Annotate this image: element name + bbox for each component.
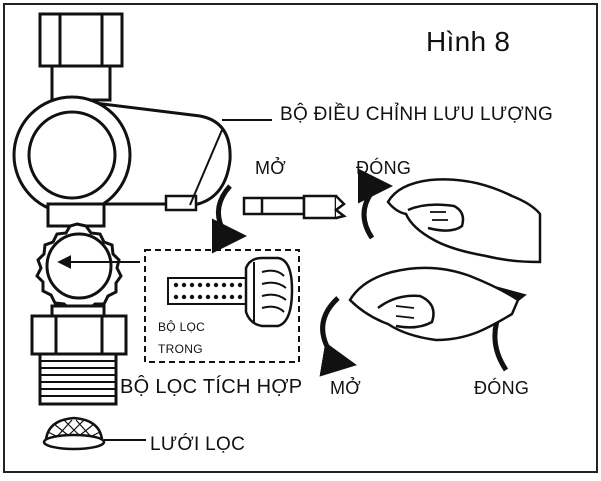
threaded-end bbox=[38, 352, 118, 406]
inner-filter-box bbox=[144, 249, 300, 363]
inner-filter-label-line2: TRONG bbox=[158, 342, 203, 356]
open-label-top: MỞ bbox=[255, 158, 287, 178]
regulator-leader bbox=[189, 129, 223, 206]
screwdriver-icon bbox=[242, 194, 347, 220]
gear-filter bbox=[35, 222, 123, 312]
close-label-top: ĐÓNG bbox=[356, 158, 412, 178]
integrated-filter-label: BỘ LỌC TÍCH HỢP bbox=[120, 376, 303, 398]
rotate-close-arrow-top bbox=[357, 168, 393, 240]
flow-regulator-label: BỘ ĐIỀU CHỈNH LƯU LƯỢNG bbox=[280, 104, 554, 125]
body-connector bbox=[46, 202, 106, 228]
close-label-bottom: ĐÓNG bbox=[474, 378, 530, 398]
neck bbox=[50, 64, 112, 102]
hand-bottom-icon bbox=[348, 266, 520, 342]
mesh-filter-label: LƯỚI LỌC bbox=[150, 434, 246, 455]
lower-nut bbox=[30, 314, 128, 356]
top-nut bbox=[38, 12, 124, 68]
inner-filter-icon bbox=[167, 256, 294, 328]
figure-frame bbox=[3, 3, 598, 473]
inner-filter-label-line1: BỘ LỌC bbox=[158, 320, 206, 334]
rotate-open-arrow-top bbox=[211, 184, 247, 254]
regulator-body bbox=[12, 95, 232, 215]
figure-title: Hình 8 bbox=[426, 26, 511, 57]
rotate-open-arrow-bottom bbox=[319, 296, 357, 377]
mesh-icon bbox=[42, 416, 106, 451]
open-label-bottom: MỞ bbox=[330, 378, 362, 398]
hand-top-icon bbox=[386, 178, 542, 264]
regulator-knob bbox=[164, 194, 198, 212]
